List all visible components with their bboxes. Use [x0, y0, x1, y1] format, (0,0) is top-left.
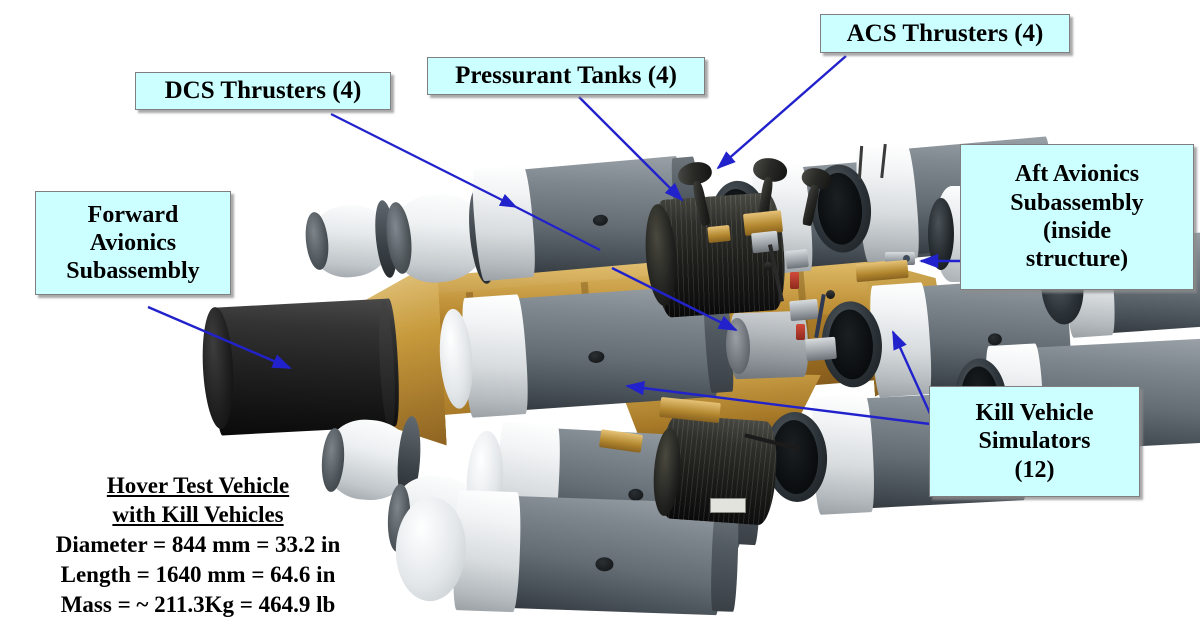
caption-title-line-2: with Kill Vehicles	[112, 501, 284, 527]
leader-center-grey-tube	[611, 266, 738, 332]
red-valve-cap	[790, 272, 799, 289]
red-valve-cap	[796, 324, 805, 340]
leader-dcs-thrusters	[330, 113, 518, 208]
plumbing-node	[764, 262, 772, 270]
callout-line: ACS Thrusters (4)	[846, 19, 1044, 47]
callout-forward-avionics[interactable]: Forward Avionics Subassembly	[35, 191, 231, 295]
callout-dcs-thrusters[interactable]: DCS Thrusters (4)	[135, 72, 391, 110]
callout-line: Aft Avionics	[1014, 161, 1140, 188]
leader-forward-avionics	[147, 305, 292, 370]
leader-acs-thrusters	[716, 55, 847, 170]
caption-spec-length: Length = 1640 mm = 64.6 in	[60, 561, 336, 587]
caption-spec-mass: Mass = ~ 211.3Kg = 464.9 lb	[60, 591, 336, 617]
callout-line: Pressurant Tanks (4)	[455, 62, 677, 90]
callout-line: structure)	[1025, 246, 1129, 273]
callout-pressurant-tanks[interactable]: Pressurant Tanks (4)	[427, 57, 705, 95]
leader-dcs-thrusters-2	[515, 206, 601, 251]
pressurant-tank-label-plate	[710, 498, 746, 513]
plumbing-node	[826, 290, 835, 299]
callout-line: Simulators	[978, 428, 1091, 455]
callout-line: Subassembly	[66, 258, 200, 285]
figure-caption: Hover Test Vehicle with Kill Vehicles Di…	[0, 472, 396, 620]
callout-kill-vehicle-simulators[interactable]: Kill Vehicle Simulators (12)	[929, 386, 1140, 497]
callout-line: DCS Thrusters (4)	[164, 77, 362, 105]
leader-kv-simulators-left	[625, 381, 931, 426]
callout-acs-thrusters[interactable]: ACS Thrusters (4)	[820, 14, 1070, 53]
leader-pressurant-tanks	[578, 96, 684, 202]
callout-line: Forward	[87, 201, 179, 228]
aft-avionics-nameplate-dot	[903, 255, 910, 262]
callout-line: (inside	[1042, 218, 1111, 244]
caption-title-line-1: Hover Test Vehicle	[106, 473, 290, 498]
callout-line: Avionics	[89, 229, 177, 256]
leader-kv-simulators-upper	[891, 330, 934, 419]
callout-line: Kill Vehicle	[975, 400, 1094, 427]
callout-aft-avionics[interactable]: Aft Avionics Subassembly (inside structu…	[960, 144, 1194, 290]
callout-line: (12)	[1014, 456, 1055, 483]
callout-line: Subassembly	[1010, 189, 1144, 216]
caption-spec-diameter: Diameter = 844 mm = 33.2 in	[55, 531, 341, 557]
